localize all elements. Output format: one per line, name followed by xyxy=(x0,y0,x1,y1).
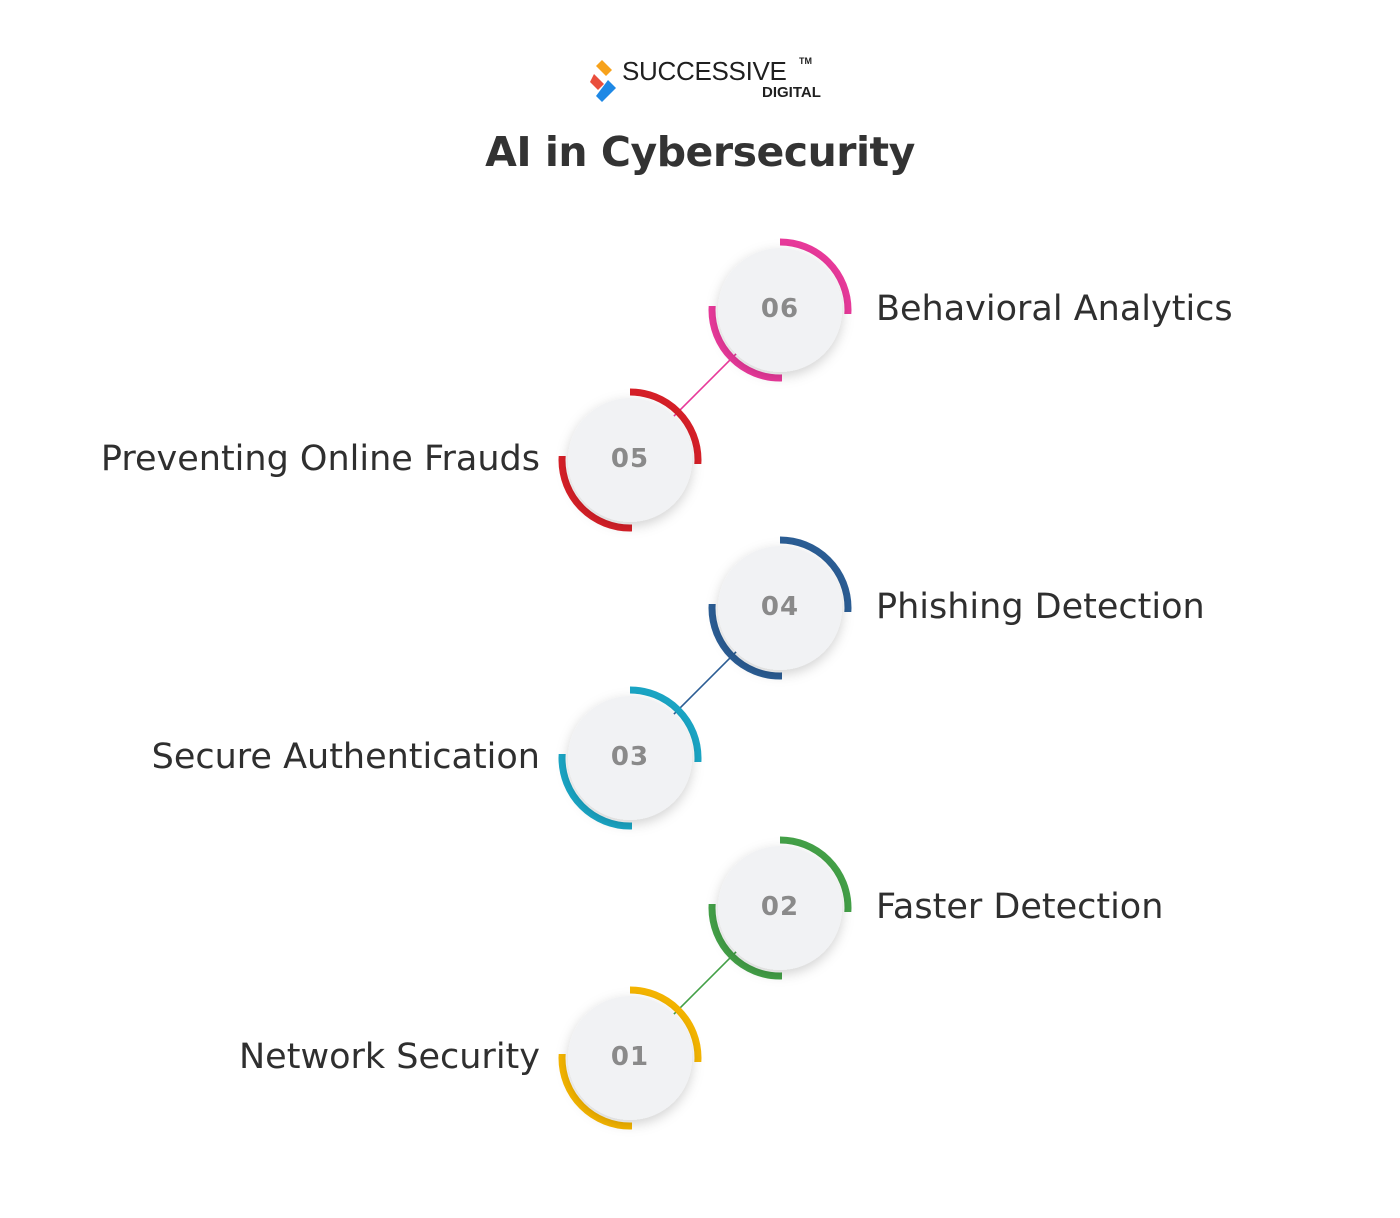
step-node-01 xyxy=(550,978,712,1140)
step-disk xyxy=(568,996,692,1120)
page-title: AI in Cybersecurity xyxy=(485,128,915,176)
step-number: 02 xyxy=(760,892,800,922)
step-label: Network Security xyxy=(239,1037,540,1077)
logo-trademark: TM xyxy=(799,56,812,66)
logo-mark-icon xyxy=(590,60,616,102)
step-node-05 xyxy=(550,380,712,542)
step-label: Preventing Online Frauds xyxy=(100,439,540,479)
logo-subtitle: DIGITAL xyxy=(762,84,821,101)
brand-logo: SUCCESSIVE TM DIGITAL xyxy=(590,56,821,104)
step-label: Behavioral Analytics xyxy=(876,289,1233,329)
step-node-04 xyxy=(700,528,862,690)
step-node-02 xyxy=(700,828,862,990)
connector-line xyxy=(673,353,737,417)
step-number: 06 xyxy=(760,294,800,324)
step-nodes xyxy=(550,230,862,1140)
step-number: 04 xyxy=(760,592,800,622)
connector-line xyxy=(673,651,737,715)
connector-line xyxy=(673,951,737,1015)
step-number: 03 xyxy=(610,742,650,772)
step-label: Phishing Detection xyxy=(876,587,1205,627)
step-disk xyxy=(718,248,842,372)
step-node-03 xyxy=(550,678,712,840)
step-node-06 xyxy=(700,230,862,392)
step-disk xyxy=(568,398,692,522)
step-number: 01 xyxy=(610,1042,650,1072)
step-number: 05 xyxy=(610,444,650,474)
step-label: Secure Authentication xyxy=(151,737,540,777)
logo-name: SUCCESSIVE xyxy=(622,56,787,86)
step-disk xyxy=(718,846,842,970)
step-disk xyxy=(718,546,842,670)
step-label: Faster Detection xyxy=(876,887,1164,927)
step-disk xyxy=(568,696,692,820)
